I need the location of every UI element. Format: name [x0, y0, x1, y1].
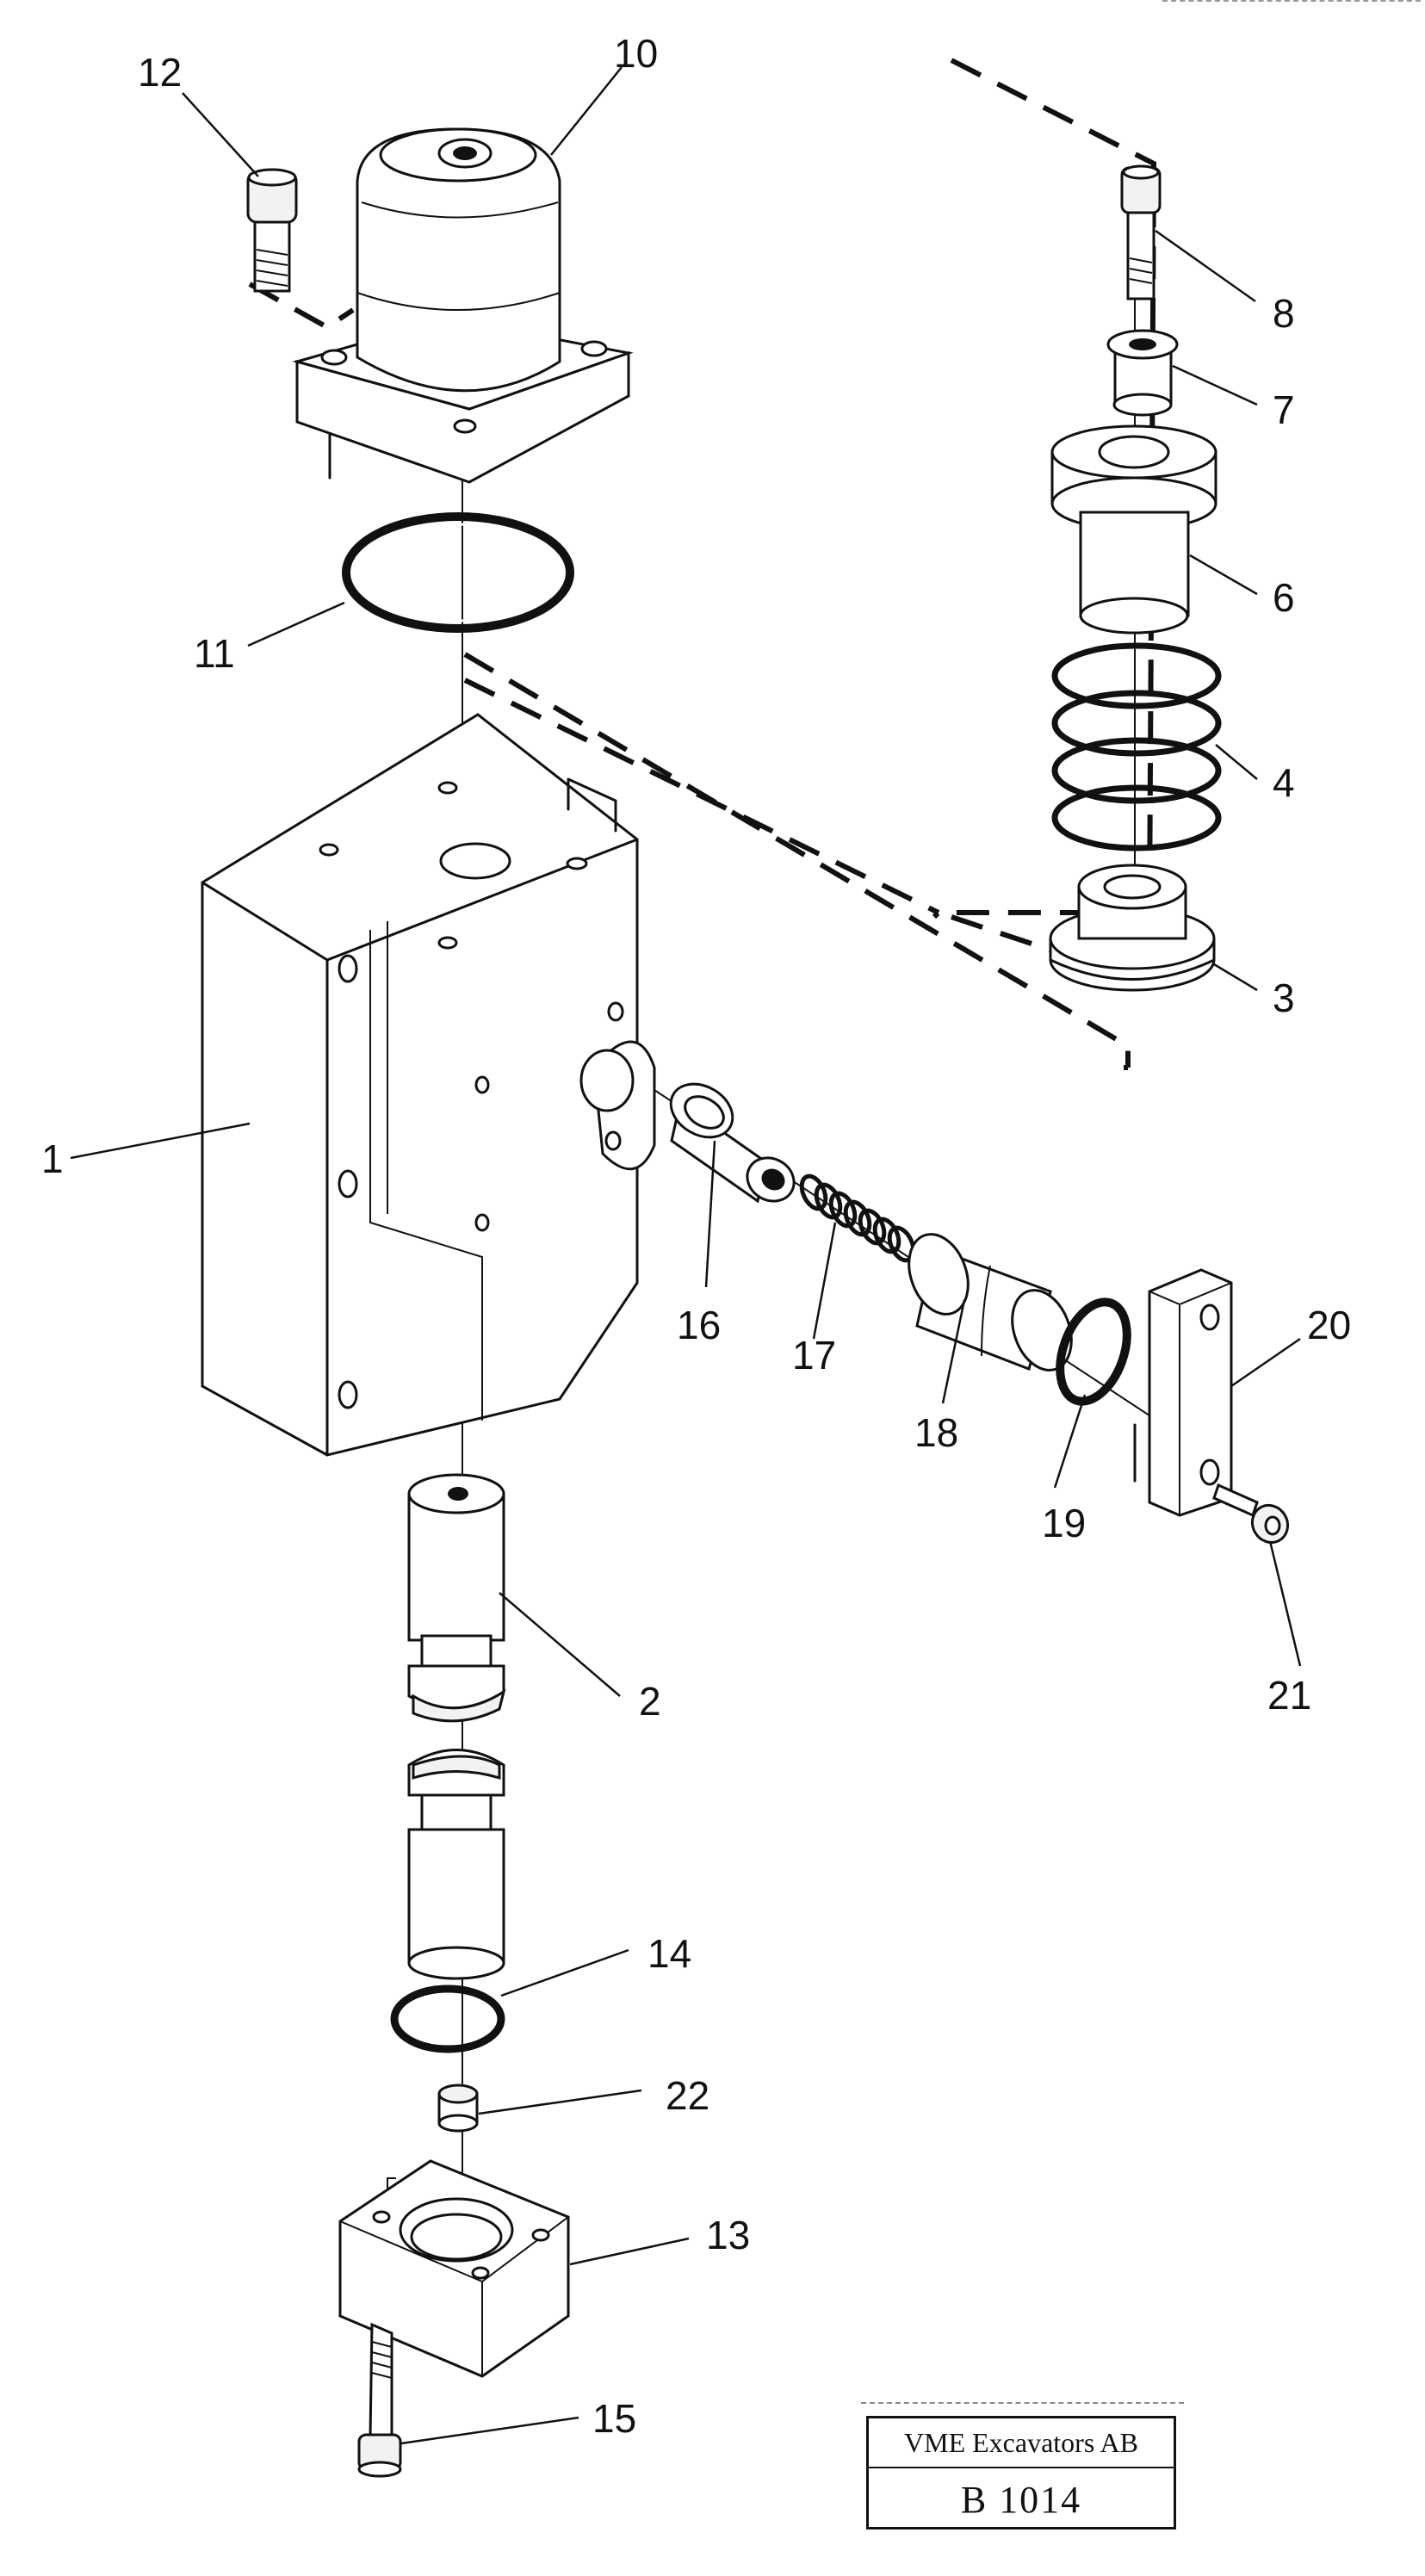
- callout-20: 20: [1307, 1303, 1351, 1347]
- callout-13: 13: [706, 2213, 750, 2257]
- title-block-dash: [861, 2402, 1184, 2404]
- callout-15: 15: [592, 2396, 636, 2441]
- part-13-end-cover: [338, 2159, 570, 2378]
- callout-22: 22: [666, 2073, 709, 2118]
- callout-17: 17: [792, 1333, 836, 1378]
- callout-16: 16: [677, 1303, 721, 1347]
- part-20-retainer-plate: [1133, 1268, 1233, 1517]
- part-1-valve-body: [201, 713, 656, 1457]
- callout-18: 18: [914, 1410, 958, 1455]
- callout-3: 3: [1273, 975, 1295, 1020]
- callout-14: 14: [647, 1931, 691, 1976]
- callout-numbers: 12 10 8 7 6 4 3 11 1 16 17 18 19 20 21 2…: [41, 31, 1351, 2441]
- title-block: VME Excavators AB B 1014: [866, 2416, 1176, 2530]
- part-14-o-ring: [390, 1985, 505, 2053]
- callout-12: 12: [138, 50, 182, 95]
- part-3-spring-seat: [1049, 864, 1216, 992]
- part-12-cap-screw: [246, 168, 298, 293]
- part-11-o-ring: [342, 512, 574, 633]
- drawing-code: B 1014: [960, 2478, 1082, 2521]
- callout-10: 10: [614, 31, 658, 76]
- part-16-sleeve: [669, 1082, 796, 1204]
- callout-7: 7: [1273, 387, 1295, 432]
- callout-6: 6: [1273, 575, 1295, 620]
- part-18-piston: [908, 1233, 1073, 1372]
- part-21-cap-screw: [1212, 1483, 1290, 1545]
- callout-8: 8: [1273, 291, 1295, 336]
- callout-21: 21: [1267, 1673, 1311, 1718]
- callout-19: 19: [1042, 1501, 1086, 1545]
- part-2-spool: [407, 1473, 506, 1980]
- part-19-o-ring: [1056, 1297, 1131, 1406]
- part-17-small-spring: [799, 1173, 916, 1263]
- part-8-cap-screw: [1120, 164, 1162, 300]
- assembly-guide-lines: [248, 58, 1157, 1070]
- company-name: VME Excavators AB: [869, 2418, 1174, 2468]
- part-4-spring: [1051, 642, 1222, 851]
- sheet-edge-dash: [1162, 0, 1421, 2]
- part-15-cap-screw: [357, 2322, 402, 2478]
- callout-2: 2: [639, 1679, 661, 1724]
- leader-lines: [70, 66, 1302, 2445]
- callout-4: 4: [1273, 760, 1295, 805]
- part-10-pilot-cap: [292, 127, 634, 484]
- callout-1: 1: [41, 1136, 64, 1181]
- part-7-bushing: [1106, 329, 1179, 417]
- part-6-spring-seat: [1050, 424, 1217, 635]
- part-22-plug: [437, 2084, 479, 2133]
- callout-11: 11: [194, 631, 235, 676]
